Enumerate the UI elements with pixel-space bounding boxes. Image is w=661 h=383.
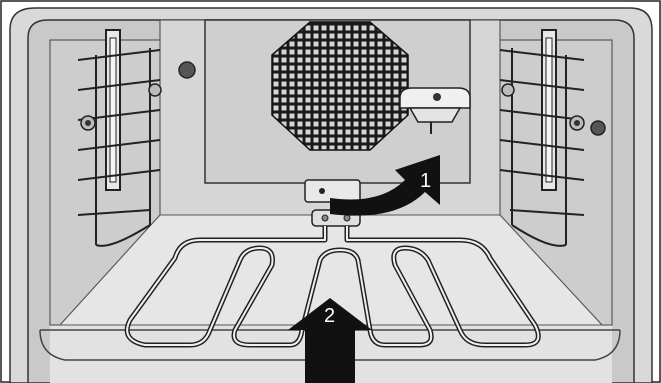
back-wall-screw bbox=[179, 62, 195, 78]
right-rack-fastener-center bbox=[574, 120, 580, 126]
left-rack-fastener-center bbox=[85, 120, 91, 126]
step-2-label: 2 bbox=[324, 305, 335, 327]
left-rack-upper-fastener bbox=[149, 84, 161, 96]
right-rack-upper-fastener bbox=[502, 84, 514, 96]
step-1-label: 1 bbox=[420, 170, 431, 192]
fan-grille bbox=[272, 22, 408, 150]
right-wall-screw bbox=[591, 121, 605, 135]
socket-hole-icon bbox=[319, 188, 325, 194]
